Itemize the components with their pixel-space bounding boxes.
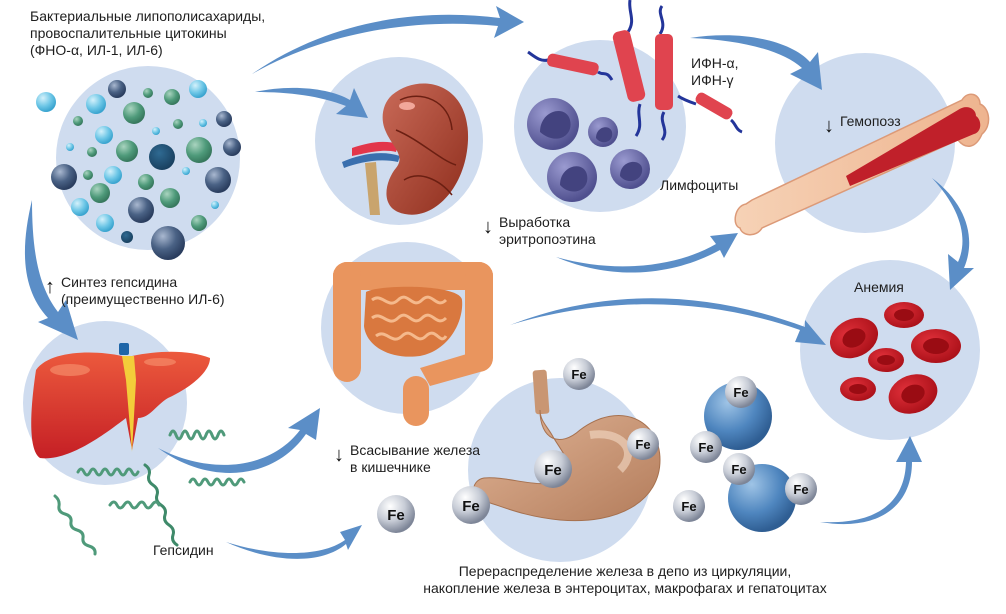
arrow-cytokines-to-liver	[24, 200, 79, 340]
arrow-down-icon: ↓	[334, 444, 344, 466]
stomach-illustration	[473, 369, 661, 522]
iron-atom: Fe	[725, 376, 757, 408]
interferon-molecules	[527, 0, 743, 141]
iron-atom: Fe	[723, 453, 755, 485]
red-blood-cells	[829, 302, 961, 414]
arrow-up-icon: ↑	[45, 276, 55, 298]
iron-atom: Fe	[673, 490, 705, 522]
iron-atom: Fe	[563, 358, 595, 390]
svg-text:Fe: Fe	[793, 482, 808, 497]
erythropoietin-label: ↓ Выработка эритропоэтина	[483, 214, 596, 247]
iron-absorption-label: ↓ Всасывание железа в кишечнике	[334, 442, 481, 475]
svg-text:Fe: Fe	[635, 437, 650, 452]
svg-text:Fe: Fe	[698, 440, 713, 455]
cytokine-particles	[36, 80, 241, 260]
liver-illustration	[31, 343, 211, 459]
svg-text:Fe: Fe	[387, 507, 405, 524]
lymphocytes-label: Лимфоциты	[660, 177, 739, 193]
red-blood-cell	[911, 329, 961, 363]
iron-atom: Fe	[534, 450, 572, 488]
arrow-intestine-to-anemia	[510, 298, 826, 345]
hepcidin-synthesis-label: ↑ Синтез гепсидина (преимущественно ИЛ-6…	[45, 274, 225, 307]
arrow-cytokines-to-lymphocytes	[252, 6, 524, 74]
iron-atoms: Fe Fe Fe Fe Fe Fe Fe Fe Fe Fe	[377, 358, 817, 533]
svg-text:Fe: Fe	[571, 367, 586, 382]
iron-atom: Fe	[785, 473, 817, 505]
cytokines-label: Бактериальные липополисахариды, провоспа…	[30, 8, 266, 58]
iron-atom: Fe	[627, 428, 659, 460]
arrow-lymphocytes-to-marrow	[690, 35, 822, 90]
arrow-down-icon: ↓	[483, 216, 493, 238]
iron-atom: Fe	[690, 431, 722, 463]
kidney-illustration	[342, 83, 469, 215]
svg-text:Fe: Fe	[544, 462, 562, 479]
arrow-cytokines-to-kidney	[255, 87, 368, 118]
hepcidin-label: Гепсидин	[153, 542, 214, 558]
red-blood-cell	[884, 302, 924, 328]
arrow-hepcidin-to-iron	[226, 525, 362, 559]
arrow-liver-to-intestine	[158, 408, 320, 473]
svg-text:Fe: Fe	[731, 462, 746, 477]
arrow-down-icon: ↓	[824, 115, 834, 137]
bone-illustration	[734, 93, 990, 236]
lymphocytes-illustration	[527, 98, 650, 202]
flow-arrows	[24, 6, 974, 559]
arrow-macrophages-to-anemia	[820, 436, 922, 525]
interferons-label: ИФН-α, ИФН-γ	[691, 55, 739, 88]
intestine-illustration	[333, 262, 493, 426]
red-blood-cell	[868, 348, 904, 372]
hemopoiesis-label: ↓ Гемопоэз	[824, 113, 901, 137]
anemia-label: Анемия	[854, 279, 904, 295]
redistribution-label: Перераспределение железа в депо из цирку…	[423, 563, 827, 596]
red-blood-cell	[840, 377, 876, 401]
arrow-marrow-to-anemia	[932, 178, 974, 290]
svg-text:Fe: Fe	[462, 498, 480, 515]
red-blood-cell	[888, 374, 938, 414]
svg-text:Fe: Fe	[681, 499, 696, 514]
arrow-kidney-to-marrow	[556, 233, 738, 273]
iron-atom: Fe	[452, 486, 490, 524]
iron-atom: Fe	[377, 495, 415, 533]
red-blood-cell	[829, 317, 879, 359]
svg-text:Fe: Fe	[733, 385, 748, 400]
hepcidin-peptides	[53, 429, 246, 556]
